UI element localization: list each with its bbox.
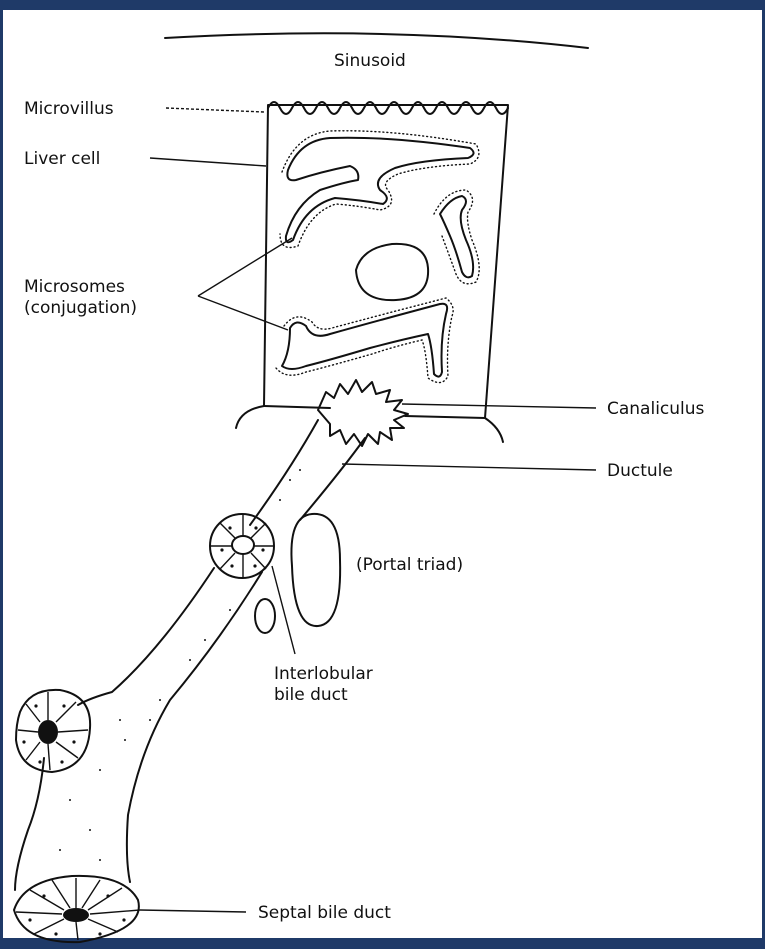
cell-base-right-edge xyxy=(405,416,485,418)
label-ductule: Ductule xyxy=(607,461,673,481)
interlobular-leader xyxy=(272,566,295,654)
microsomes-leader-upper xyxy=(198,238,292,296)
portal-vessel-small xyxy=(255,599,275,633)
sinusoid-curve xyxy=(165,33,588,48)
microvilli-border xyxy=(268,102,508,114)
microsome-tubule-right xyxy=(440,196,473,277)
mid-duct-lumen xyxy=(38,720,58,744)
label-bile-duct: bile duct xyxy=(274,685,348,705)
portal-vessel-large xyxy=(291,514,340,626)
liver-cell-walls xyxy=(264,105,508,418)
liver-cell xyxy=(236,102,508,442)
microvillus-leader xyxy=(166,108,264,112)
duct-section-mid xyxy=(16,690,90,772)
interlobular-duct-lumen xyxy=(232,536,254,554)
microsomes-leader-lower xyxy=(198,296,288,330)
liver-cell-leader xyxy=(150,158,266,166)
septal-leader xyxy=(140,910,246,912)
canaliculus xyxy=(318,380,408,446)
label-microvillus: Microvillus xyxy=(24,99,114,119)
duct-left-wall-mid xyxy=(78,568,214,705)
nucleus xyxy=(356,244,428,300)
ductule-right-wall xyxy=(300,438,365,520)
canaliculus-leader xyxy=(402,404,596,408)
duct-left-wall-lower xyxy=(15,758,44,890)
interlobular-duct-section xyxy=(210,514,274,578)
tube-stipple xyxy=(59,469,301,861)
microsome-lower-ribosomes xyxy=(276,298,453,383)
label-conjugation: (conjugation) xyxy=(24,298,137,318)
label-portal-triad: (Portal triad) xyxy=(356,555,463,575)
label-interlobular: Interlobular xyxy=(274,664,373,684)
label-liver-cell: Liver cell xyxy=(24,149,100,169)
label-sinusoid: Sinusoid xyxy=(334,51,406,71)
microsomes xyxy=(276,131,479,383)
label-microsomes: Microsomes xyxy=(24,277,125,297)
label-septal-bile-duct: Septal bile duct xyxy=(258,903,391,923)
portal-triad-vessels xyxy=(255,514,340,633)
septal-duct-lumen xyxy=(63,908,89,922)
ductule-leader xyxy=(342,464,596,470)
septal-duct-section xyxy=(14,876,140,942)
cell-base-right xyxy=(485,418,503,442)
leader-lines xyxy=(140,108,596,912)
label-canaliculus: Canaliculus xyxy=(607,399,705,419)
cell-base-left xyxy=(236,406,264,428)
duct-right-wall xyxy=(127,572,262,882)
bile-duct-tube xyxy=(15,420,365,890)
